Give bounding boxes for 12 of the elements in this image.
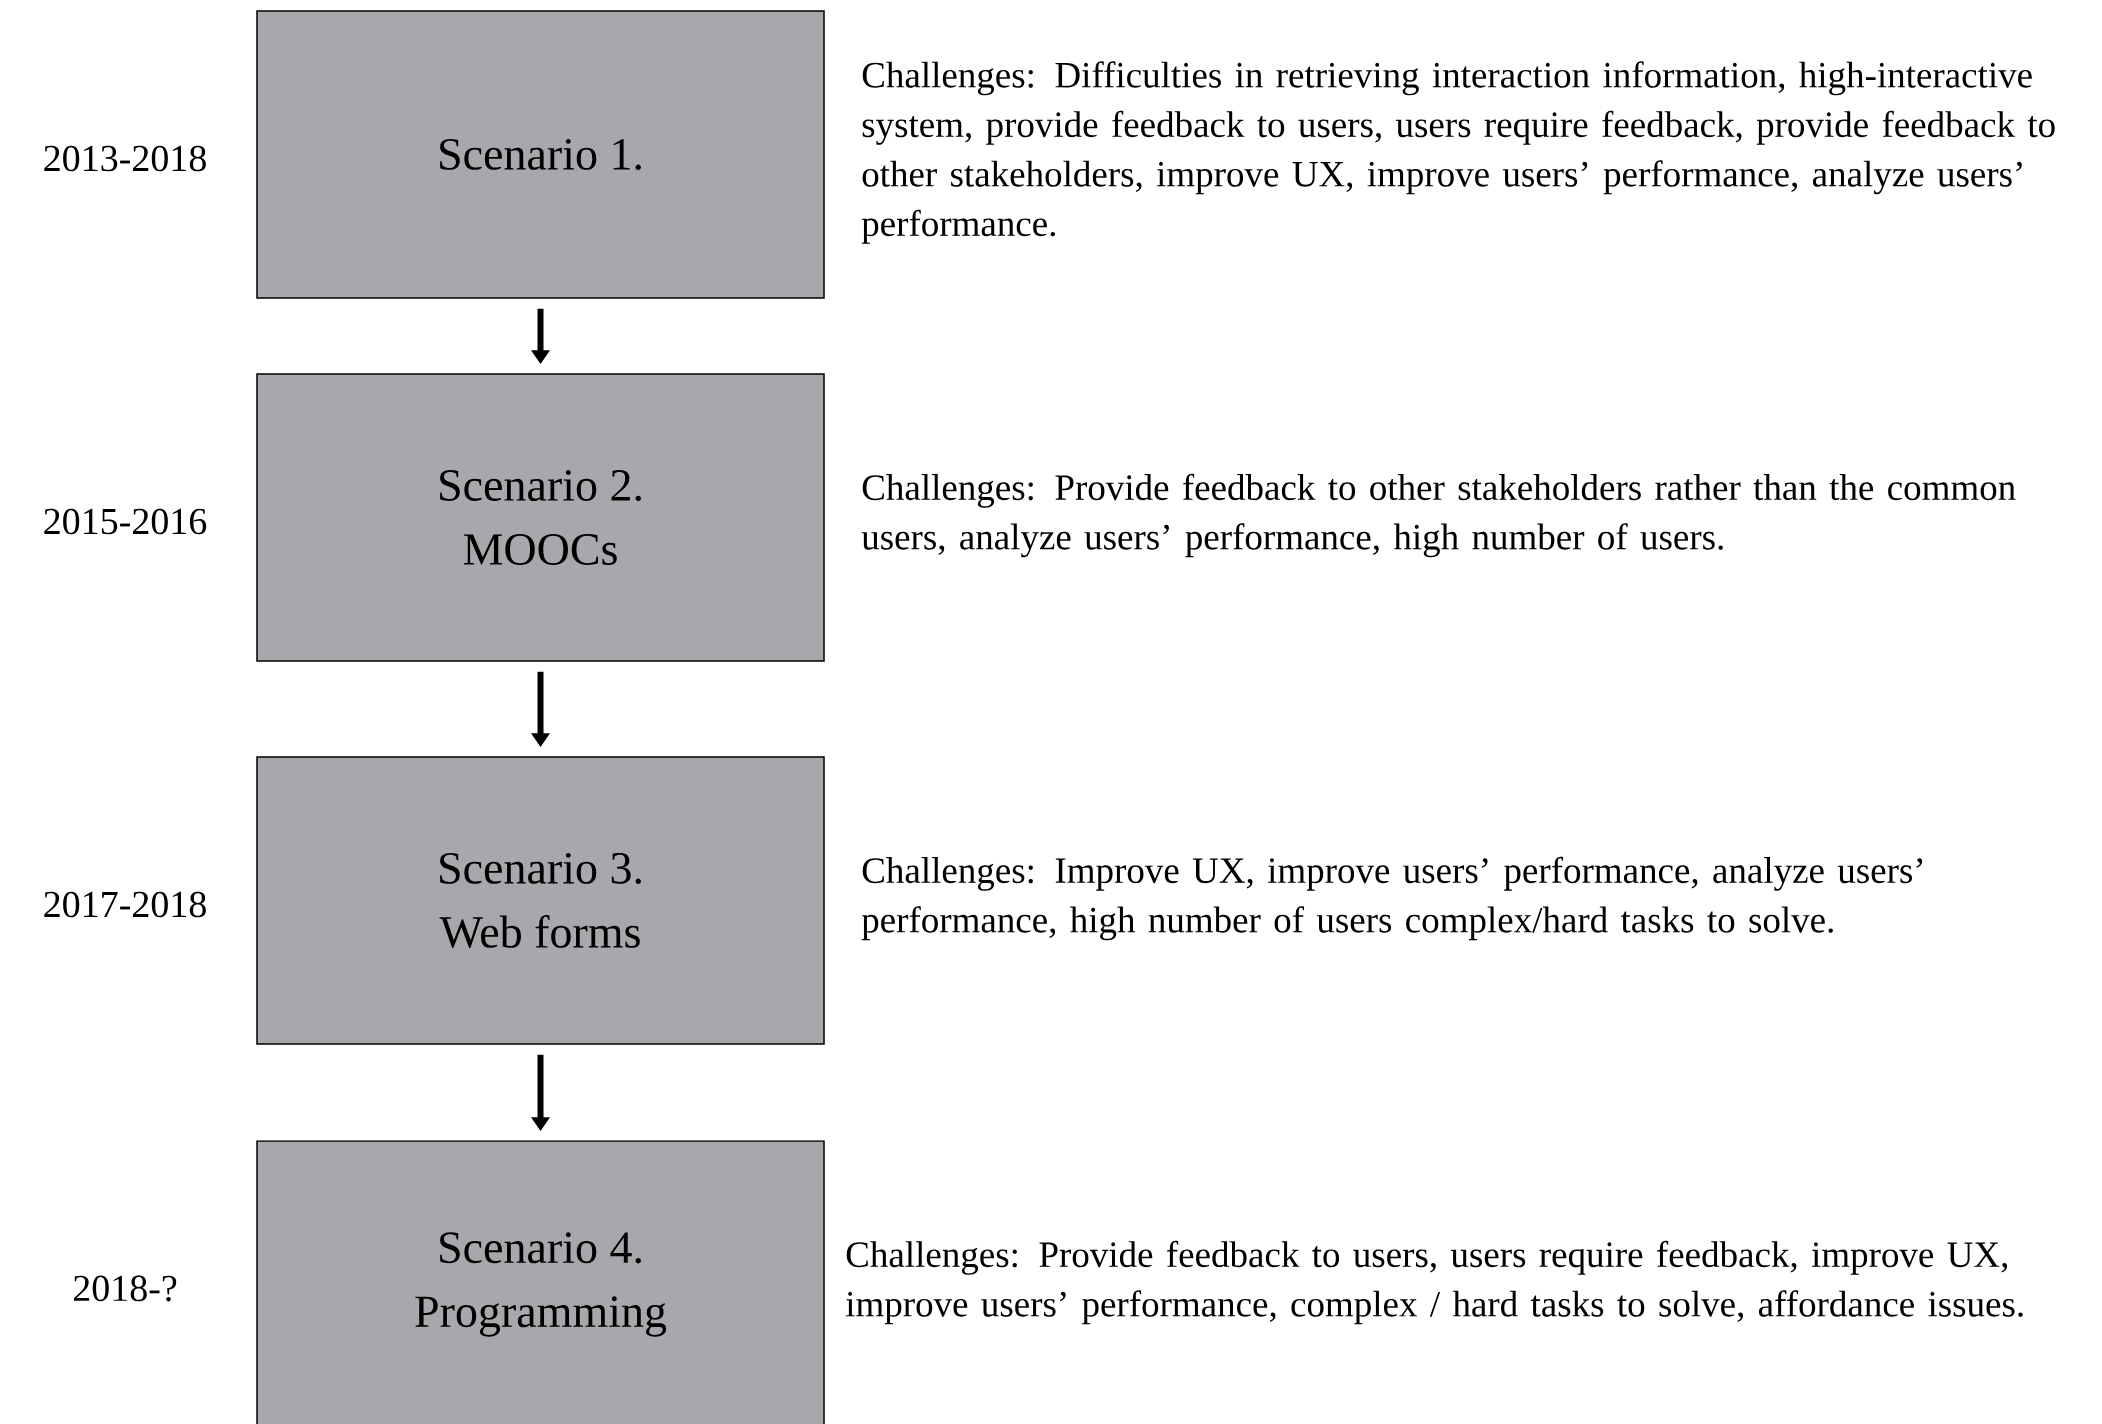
scenario-box: Scenario 2. MOOCs xyxy=(256,373,825,662)
challenges-text: Challenges: Difficulties in retrieving interaction information, high-interactive system, provide feedback to users, users require feedback, provide feedback to other stakeholders, improve UX, improve users’ performance, analyze users’ performance. xyxy=(861,61,2055,244)
scenario-box: Scenario 3. Web forms xyxy=(256,756,825,1045)
year-label: 2018-? xyxy=(73,1275,177,1302)
challenges-text: Challenges: Provide feedback to other stakeholders rather than the common users, analyze users’ performance, high number of users. xyxy=(861,473,2016,558)
challenges-text: Challenges: Provide feedback to users, users require feedback, improve UX, improve users’ performance, complex / hard tasks to solve, affordance issues. xyxy=(846,1240,2023,1325)
year-label: 2015-2016 xyxy=(44,508,207,535)
scenario-box: Scenario 1. xyxy=(256,10,825,299)
challenges-text: Challenges: Improve UX, improve users’ performance, analyze users’ performance, high number of users complex/hard tasks to solve. xyxy=(861,856,1923,941)
year-label: 2013-2018 xyxy=(44,145,206,172)
year-label: 2017-2018 xyxy=(44,891,206,918)
scenario-box: Scenario 4. Programming xyxy=(256,1140,825,1424)
